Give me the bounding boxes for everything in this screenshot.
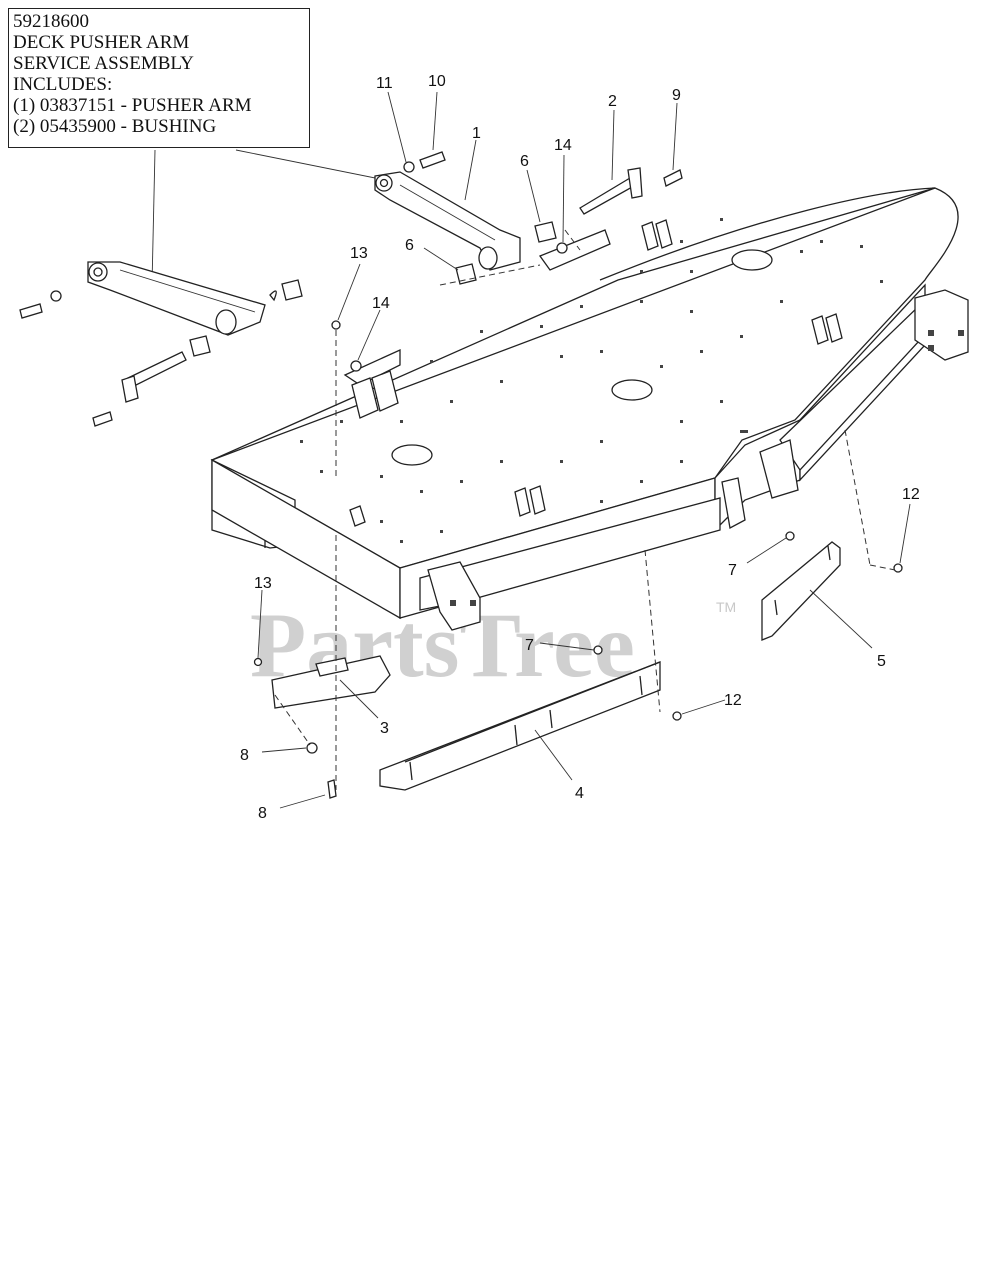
watermark-tm: TM (716, 599, 736, 615)
callout-11: 11 (376, 75, 393, 92)
callout-6-lower: 6 (405, 237, 414, 254)
baffle-5 (761, 541, 841, 641)
assembly-item-pusher-arm: (1) 03837151 - PUSHER ARM (13, 95, 252, 116)
assembly-title-line-1: DECK PUSHER ARM (13, 32, 190, 53)
callout-7-lower: 7 (525, 637, 534, 654)
mower-deck (210, 187, 969, 631)
callout-3: 3 (380, 720, 389, 737)
assembly-item-bushing: (2) 05435900 - BUSHING (13, 116, 217, 137)
bushing-left-a (281, 279, 303, 301)
bolt-9 (663, 169, 683, 187)
bolt-10 (419, 151, 446, 169)
callout-1: 1 (472, 125, 481, 142)
bushing-left-b (189, 335, 211, 357)
nut-13-lower (253, 657, 263, 667)
assembly-info-box: 59218600 DECK PUSHER ARM SERVICE ASSEMBL… (8, 8, 310, 148)
callout-2: 2 (608, 93, 617, 110)
callout-13-lower: 13 (254, 575, 272, 592)
callout-12-upper: 12 (902, 486, 920, 503)
nut-14-lower (350, 360, 362, 372)
nut-8-upper (306, 742, 318, 754)
pusher-arm-left (87, 261, 277, 336)
bolt-8-lower (327, 779, 337, 799)
box-leader-right (235, 149, 386, 181)
callout-7-upper: 7 (728, 562, 737, 579)
nut-14-upper (556, 242, 568, 254)
callout-4: 4 (575, 785, 584, 802)
bolt-7-lower (593, 645, 603, 655)
callout-9: 9 (672, 87, 681, 104)
callout-labels: 11 10 1 2 9 6 14 6 13 14 12 7 5 13 7 12 … (240, 73, 920, 822)
callout-10: 10 (428, 73, 446, 90)
callout-8-upper: 8 (240, 747, 249, 764)
callout-6-upper: 6 (520, 153, 529, 170)
box-leader-left (151, 149, 156, 286)
nut-12-lower (672, 711, 682, 721)
callout-12-lower: 12 (724, 692, 742, 709)
callout-13-upper: 13 (350, 245, 368, 262)
assembly-part-number: 59218600 (13, 11, 89, 32)
pin-2 (579, 177, 635, 215)
pin-2-head (627, 167, 643, 199)
pin-left (127, 351, 187, 387)
bolt-left-lower (92, 411, 113, 427)
callout-14-upper: 14 (554, 137, 572, 154)
bushing-6-lower (455, 263, 477, 285)
nut-12-upper (893, 563, 903, 573)
bushing-6-upper (534, 221, 557, 243)
washer-11 (403, 161, 415, 173)
bolt-left (19, 303, 43, 319)
callout-5: 5 (877, 653, 886, 670)
baffle-3 (271, 655, 391, 709)
pin-left-head (121, 375, 139, 403)
nut-13-upper (331, 320, 341, 330)
pusher-arm-right (374, 171, 521, 271)
callout-leaders (257, 91, 911, 809)
assembly-title-line-2: SERVICE ASSEMBLY (13, 53, 194, 74)
assembly-lines (274, 229, 896, 790)
callout-14-lower: 14 (372, 295, 390, 312)
nut-left (50, 290, 62, 302)
callout-8-lower: 8 (258, 805, 267, 822)
bolt-7-upper (785, 531, 795, 541)
assembly-includes: INCLUDES: (13, 74, 113, 95)
